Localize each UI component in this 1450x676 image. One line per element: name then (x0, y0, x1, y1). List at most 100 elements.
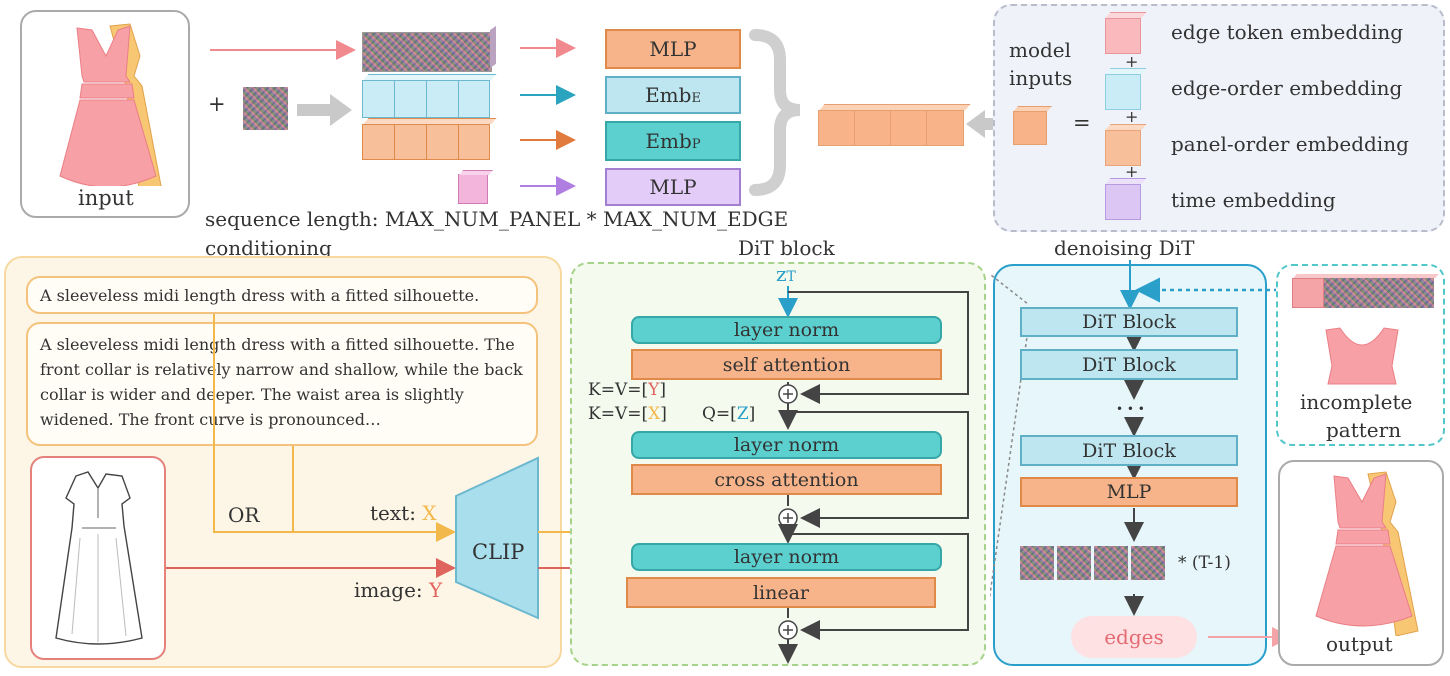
text-var-x: X (422, 501, 437, 525)
noise-square (243, 87, 288, 130)
q-z-label: Q=[Z] (702, 404, 755, 424)
z-sub: T (786, 269, 796, 285)
dit-block-2: DiT Block (1020, 349, 1238, 380)
layer-norm-1-label: layer norm (733, 319, 840, 341)
curly-brace (749, 29, 801, 196)
panel-order-token-row (362, 118, 497, 164)
noise-output-tokens (1020, 546, 1165, 580)
long-text-prompt: A sleeveless midi length dress with a fi… (26, 322, 538, 446)
repeat-label: * (T-1) (1178, 553, 1231, 573)
top-flow-svg (210, 29, 1006, 196)
emb-p-sub: P (691, 136, 701, 152)
legend-time-label: time embedding (1171, 188, 1336, 212)
dit-block-3-label: DiT Block (1082, 439, 1176, 462)
long-text-content: A sleeveless midi length dress with a fi… (40, 335, 523, 429)
cross-attention-label: cross attention (714, 468, 859, 491)
dit-block-title: DiT block (738, 236, 835, 260)
noise-token-row-depth (490, 25, 496, 69)
arrow-short-text (213, 314, 456, 542)
kv-y-var: Y (648, 380, 660, 400)
combined-sequence (818, 104, 974, 146)
denoising-flow-svg (990, 260, 1292, 647)
clip-label: CLIP (472, 540, 525, 564)
output-panel: output (1278, 460, 1444, 666)
z-main: z (776, 262, 787, 286)
time-token (458, 170, 494, 206)
model-inputs-panel: model inputs = edge token embedding + ed… (993, 4, 1445, 232)
conditioning-arrows-svg (166, 314, 620, 620)
noise-token-row (362, 32, 492, 72)
model-input-cube (1013, 106, 1055, 146)
legend-plus-2: + (1125, 107, 1139, 126)
image-var-y: Y (429, 578, 443, 602)
legend-plus-3: + (1125, 162, 1139, 181)
equals-sign: = (1073, 111, 1091, 135)
z-t-label: zT (776, 262, 796, 286)
plus-symbol: + (208, 92, 226, 116)
mlp-time-label: MLP (649, 175, 697, 199)
incomplete-label-2: pattern (1326, 418, 1402, 442)
legend-edge-token-cube (1105, 12, 1149, 56)
dit-block-3: DiT Block (1020, 435, 1238, 466)
short-text-prompt: A sleeveless midi length dress with a fi… (26, 276, 538, 314)
dit-block-1: DiT Block (1020, 307, 1238, 337)
dit-block-flow-svg (778, 286, 969, 664)
incomplete-pattern-panel: incomplete pattern (1276, 264, 1445, 446)
kv-y-label: K=V=[Y] (588, 380, 666, 400)
mlp-edge-module: MLP (605, 29, 741, 69)
incomplete-bodice-image (1325, 327, 1399, 385)
gray-arrow-inputs (966, 110, 1006, 138)
linear-label: linear (752, 581, 810, 604)
clip-encoder-shape (455, 456, 539, 620)
ellipsis: • • • (1116, 402, 1145, 416)
edges-label: edges (1104, 625, 1164, 649)
kv-x-prefix: K=V=[ (588, 404, 649, 424)
q-close: ] (748, 404, 756, 424)
legend-edge-order-cube (1105, 68, 1149, 112)
emb-e-sub: E (691, 90, 701, 106)
incomplete-token (1292, 274, 1439, 308)
layer-norm-2: layer norm (631, 431, 942, 459)
linear-module: linear (626, 577, 936, 608)
model-inputs-label-1: model (1009, 38, 1072, 62)
edges-output: edges (1071, 616, 1197, 658)
q-var: Z (736, 404, 749, 424)
layer-norm-3-label: layer norm (733, 546, 840, 568)
sequence-length-label: sequence length: MAX_NUM_PANEL * MAX_NUM… (205, 207, 789, 231)
emb-e-label: Emb (645, 83, 692, 107)
legend-panel-order-label: panel-order embedding (1171, 132, 1409, 156)
gray-arrow-noise (297, 94, 352, 126)
dress-input-image (59, 23, 162, 186)
short-text-content: A sleeveless midi length dress with a fi… (40, 286, 480, 305)
kv-x-label: K=V=[X] (588, 404, 667, 424)
text-label-word: text: (370, 501, 423, 525)
text-input-label: text: X (370, 501, 437, 525)
legend-panel-order-cube (1105, 124, 1149, 168)
kv-y-close: ] (659, 380, 666, 400)
dress-output-image (1315, 471, 1419, 636)
sketch-image-panel (30, 456, 166, 660)
mlp-time-module: MLP (605, 168, 741, 206)
mlp-edge-label: MLP (649, 37, 697, 61)
layer-norm-2-label: layer norm (733, 434, 840, 456)
cross-attention-module: cross attention (631, 464, 942, 495)
output-label: output (1326, 632, 1393, 656)
image-label-word: image: (354, 578, 430, 602)
kv-x-close: ] (660, 404, 667, 424)
dress-sketch-image (55, 471, 143, 645)
model-inputs-label-2: inputs (1009, 66, 1073, 90)
input-panel: input (20, 10, 190, 218)
denoise-mlp-label: MLP (1106, 481, 1152, 503)
q-prefix: Q=[ (702, 404, 737, 424)
image-input-label: image: Y (354, 578, 442, 602)
denoise-mlp-module: MLP (1020, 477, 1238, 507)
incomplete-label-1: incomplete (1300, 390, 1413, 414)
self-attention-module: self attention (631, 349, 942, 380)
edge-order-token-row (362, 74, 497, 120)
or-label: OR (228, 503, 260, 527)
denoising-dit-title: denoising DiT (1054, 236, 1195, 260)
kv-y-prefix: K=V=[ (588, 380, 649, 400)
legend-edge-order-label: edge-order embedding (1171, 76, 1403, 100)
